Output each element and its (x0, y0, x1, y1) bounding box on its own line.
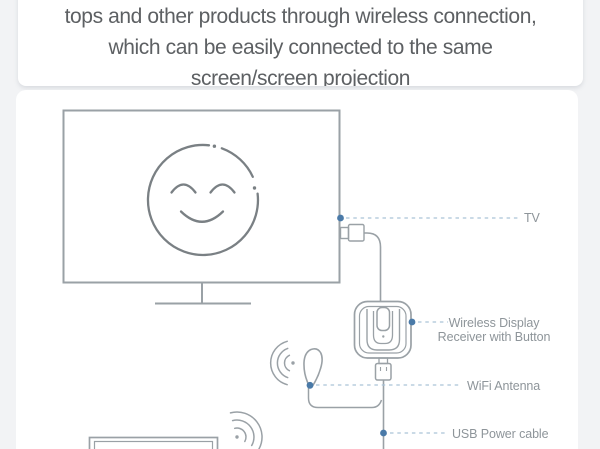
description-line-3: screen/screen projection (190, 67, 411, 86)
receiver-icon (353, 300, 412, 359)
usb-plug-icon (374, 357, 392, 381)
wifi-signal-icon (269, 340, 295, 386)
description-line-2: which can be easily connected to the sam… (108, 36, 493, 59)
description-card (18, 0, 583, 86)
description-paragraph: tops and other products through wireless… (18, 1, 583, 86)
tv-label: TV (524, 211, 540, 225)
description-text-clip: tops and other products through wireless… (18, 0, 583, 86)
receiver-button-icon (376, 306, 391, 332)
receiver-label-line-1: Wireless Display (448, 315, 540, 330)
receiver-callout-dot (408, 318, 416, 326)
smiley-face-icon (146, 143, 260, 257)
wifi-signal-icon (229, 411, 263, 449)
diagram-card (16, 90, 578, 449)
description-line-1: tops and other products through wireless… (64, 5, 537, 28)
usb-power-cable-label: USB Power cable (452, 426, 549, 441)
wifi-antenna-label: WiFi Antenna (467, 378, 541, 393)
hdmi-cable (364, 232, 382, 301)
receiver-label-line-2: Receiver with Button (437, 329, 551, 344)
receiver-label: Wireless Display Receiver with Button (436, 316, 552, 344)
tv-callout-dot (337, 214, 344, 222)
usb-callout-dot (380, 429, 387, 437)
antenna-callout-dot (306, 381, 314, 389)
laptop-icon (88, 436, 219, 449)
leader-lines (316, 217, 518, 434)
tv-icon (62, 109, 341, 305)
hdmi-plug-icon (339, 223, 365, 242)
callout-dots (306, 214, 416, 437)
